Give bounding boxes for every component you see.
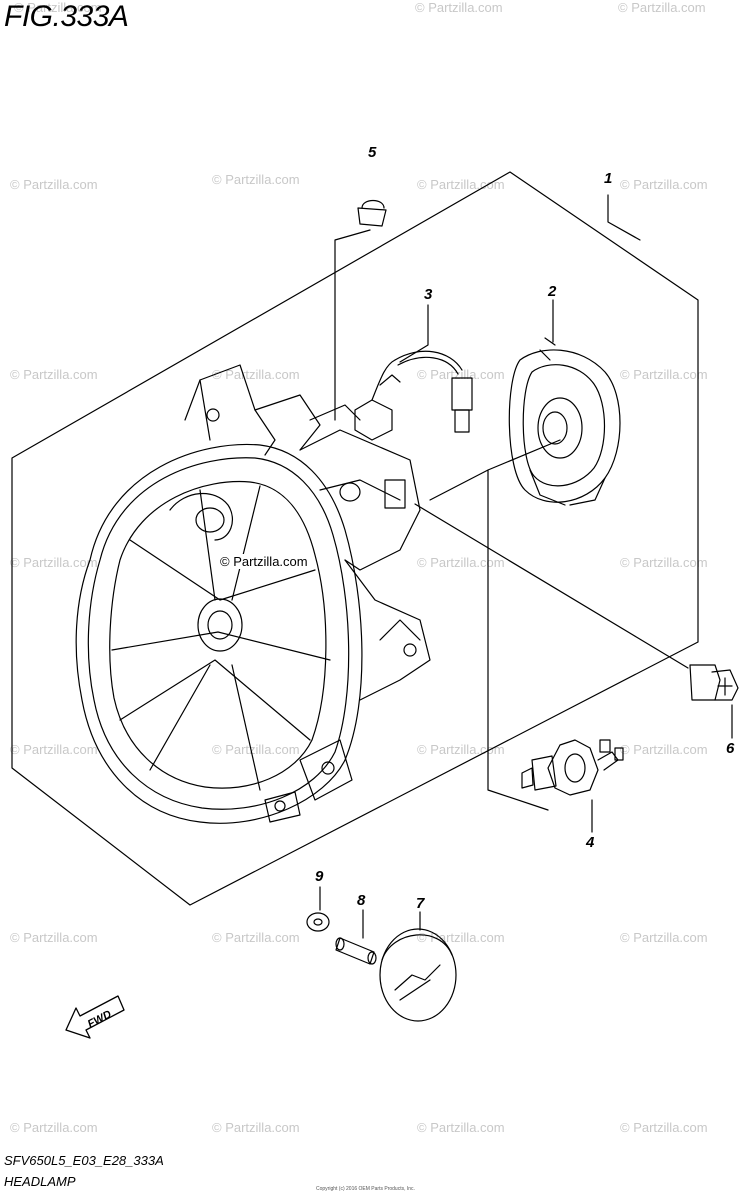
watermark: © Partzilla.com [620,930,708,945]
callout-5: 5 [368,144,377,161]
watermark: © Partzilla.com [10,555,98,570]
watermark: © Partzilla.com [620,742,708,757]
callout-8: 8 [357,892,366,909]
headlamp-assembly [75,364,431,824]
headlight-bulb [521,739,624,796]
watermark: © Partzilla.com [620,1120,708,1135]
watermark: © Partzilla.com [14,0,102,15]
position-bulb [357,199,387,227]
figure-code: SFV650L5_E03_E28_333A [4,1153,164,1168]
watermark: © Partzilla.com [212,367,300,382]
mounting-bolt [689,664,739,701]
watermark: © Partzilla.com [417,1120,505,1135]
leader-line-1 [607,194,641,241]
leader-frame-4 [429,439,561,811]
rubber-cap [379,928,457,1022]
watermark: © Partzilla.com [10,177,98,192]
fwd-arrow [65,995,125,1039]
watermark: © Partzilla.com [212,742,300,757]
watermark: © Partzilla.com [212,172,300,187]
leader-line-5 [334,229,371,421]
callout-1: 1 [604,170,613,187]
watermark: © Partzilla.com [417,555,505,570]
watermark: © Partzilla.com [620,177,708,192]
leader-line-6 [414,503,689,669]
watermark: © Partzilla.com [620,367,708,382]
watermark: © Partzilla.com [212,930,300,945]
watermark: © Partzilla.com [417,930,505,945]
watermark: © Partzilla.com [10,742,98,757]
watermark: © Partzilla.com [212,1120,300,1135]
watermark: © Partzilla.com [620,555,708,570]
watermark: © Partzilla.com [10,1120,98,1135]
watermark: © Partzilla.com [10,367,98,382]
callout-9: 9 [315,868,324,885]
bulb-cover [508,337,621,506]
figure-caption: HEADLAMP [4,1174,76,1189]
socket-harness [354,350,473,441]
footer-note: Copyright (c) 2016 OEM Parts Products, I… [316,1186,415,1192]
leader-line-3 [399,304,429,363]
callout-2: 2 [548,283,557,300]
watermark: © Partzilla.com [417,367,505,382]
callout-6: 6 [726,740,735,757]
watermark: © Partzilla.com [10,930,98,945]
adjuster-screw [335,937,377,965]
callout-3: 3 [424,286,433,303]
watermark-center: © Partzilla.com [218,554,310,569]
callout-7: 7 [416,895,425,912]
watermark: © Partzilla.com [415,0,503,15]
figure-title: FIG.333A [4,0,129,33]
washer [306,912,330,932]
callout-4: 4 [586,834,595,851]
assembly-boundary [11,171,699,906]
watermark: © Partzilla.com [618,0,706,15]
